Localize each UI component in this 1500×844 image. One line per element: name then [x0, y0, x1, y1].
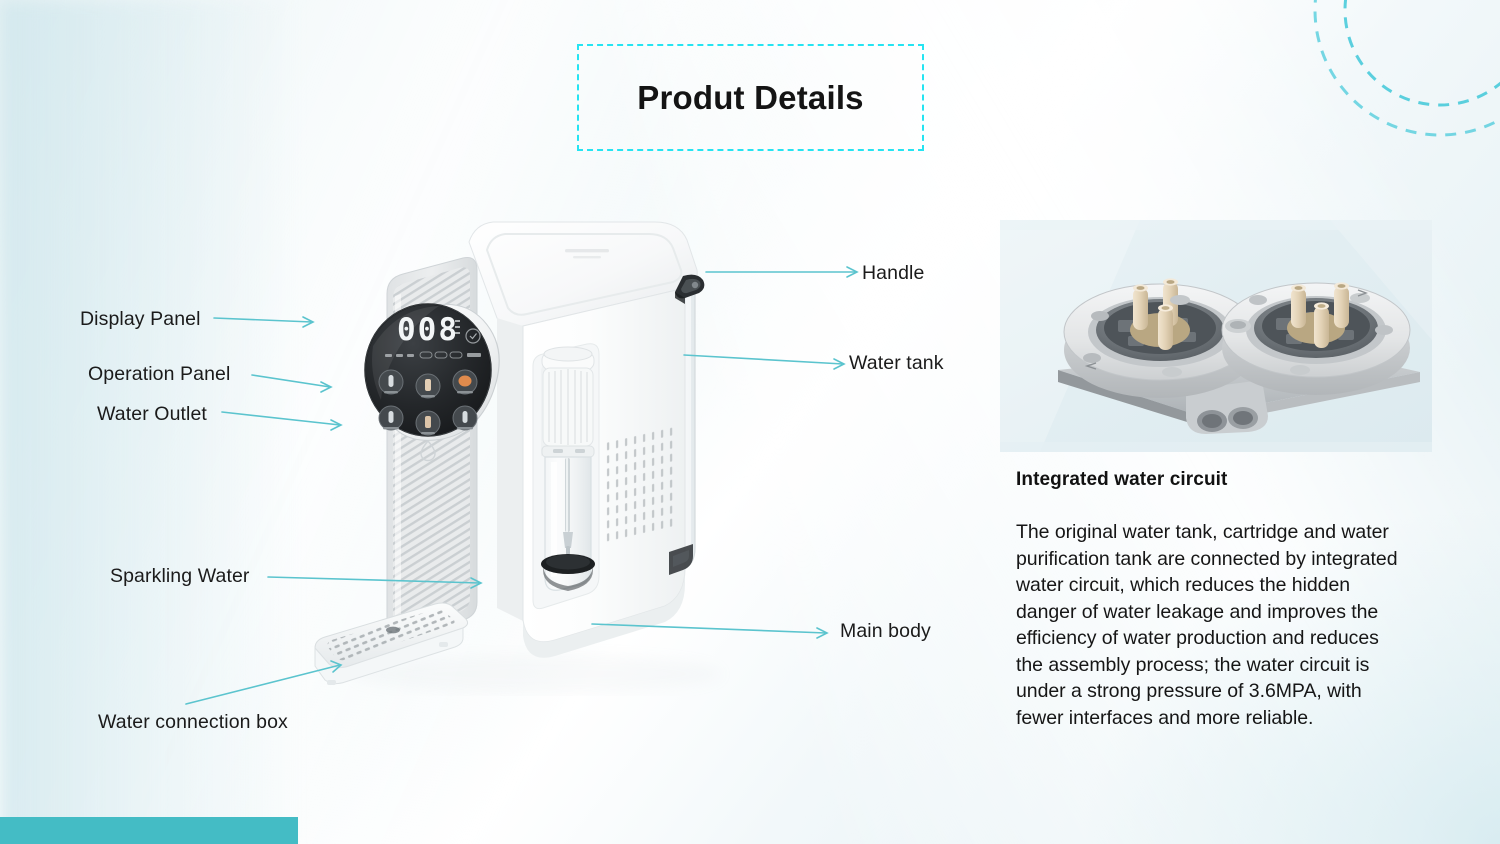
page-title-box: Produt Details	[577, 44, 924, 151]
cartridge-ports-graphic	[1000, 220, 1432, 452]
callout-label-display-panel: Display Panel	[80, 308, 201, 330]
brand-emboss	[565, 249, 609, 259]
product-illustration: 008	[287, 196, 737, 696]
cartridge-port-right	[1221, 282, 1411, 395]
operation-panel-face	[364, 303, 492, 437]
feature-heading: Integrated water circuit	[1016, 469, 1228, 490]
callout-label-water-tank: Water tank	[849, 352, 944, 374]
sparkling-water-bottle	[541, 346, 595, 591]
water-drop-icon	[420, 439, 436, 462]
callout-label-water-connection-box: Water connection box	[98, 711, 288, 733]
control-knob-assembly: 008	[364, 303, 500, 462]
drip-tray	[314, 602, 469, 685]
handle-part	[675, 274, 705, 304]
water-purifier-graphic: 008	[314, 221, 722, 688]
ventilation-grid	[605, 426, 673, 546]
callout-label-sparkling-water: Sparkling Water	[110, 565, 250, 587]
display-value: 008	[397, 312, 459, 348]
operation-buttons	[378, 369, 478, 436]
callout-label-operation-panel: Operation Panel	[88, 363, 231, 385]
feature-body-text: The original water tank, cartridge and w…	[1016, 521, 1398, 729]
callout-label-handle: Handle	[862, 262, 925, 284]
callout-label-water-outlet: Water Outlet	[97, 403, 207, 425]
footer-accent-bar	[0, 817, 298, 844]
cartridge-port-left	[1063, 278, 1257, 398]
integrated-water-circuit-photo	[1000, 220, 1432, 452]
callout-label-main-body: Main body	[840, 620, 931, 642]
connector-tubes-right	[1291, 282, 1349, 348]
status-indicator-row	[385, 351, 481, 359]
page-title: Produt Details	[637, 78, 864, 116]
background-tint-bottom-right	[1080, 504, 1500, 844]
digital-display: 008	[397, 312, 481, 348]
connector-tubes-left	[1133, 278, 1178, 350]
dashed-arc-decoration	[1313, 0, 1500, 137]
